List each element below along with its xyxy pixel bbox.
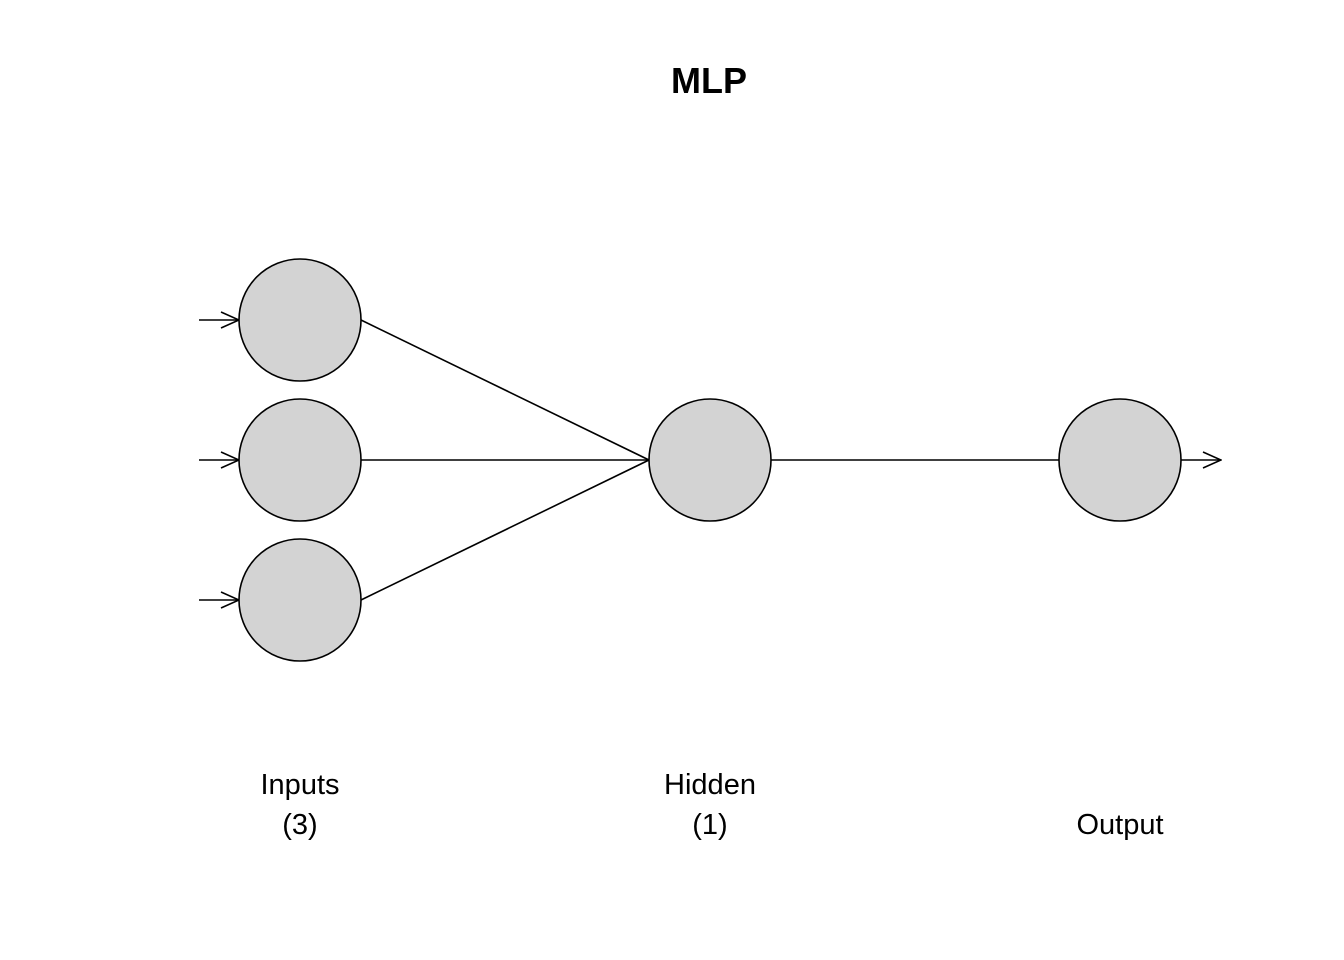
output-node-1 — [1058, 398, 1182, 522]
diagram-title: MLP — [671, 60, 747, 101]
input-node-2 — [238, 398, 362, 522]
layer-count-inputs: (3) — [282, 809, 317, 841]
input-arrows — [199, 320, 239, 600]
layer-label-output: Output — [1076, 809, 1163, 841]
layer-count-hidden: (1) — [692, 809, 727, 841]
input-node-1 — [238, 258, 362, 382]
layer-label-hidden: Hidden — [664, 769, 756, 801]
edge-input-1-hidden — [360, 319, 650, 461]
edge-input-3-hidden — [360, 459, 650, 601]
input-node-3 — [238, 538, 362, 662]
connections — [360, 319, 1059, 601]
nodes — [238, 258, 1182, 662]
hidden-node-1 — [648, 398, 772, 522]
layer-label-inputs: Inputs — [261, 769, 340, 801]
